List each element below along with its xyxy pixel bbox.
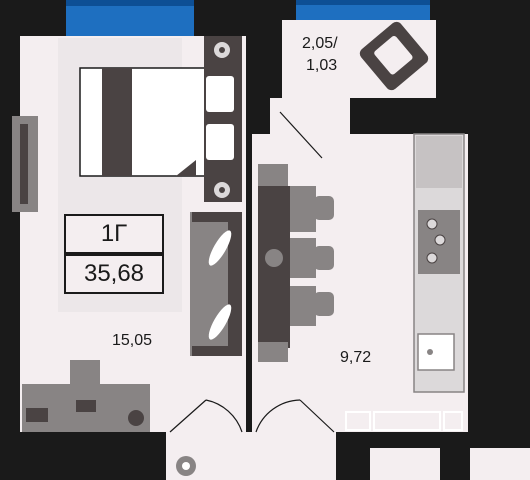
- dining-table: [258, 164, 334, 362]
- balcony-area-line2: 1,03: [306, 57, 338, 74]
- sofa: [190, 212, 242, 356]
- armchair: [359, 21, 429, 91]
- total-area-box: 35,68: [64, 254, 164, 294]
- balcony-area-line1: 2,05/: [302, 35, 338, 52]
- entrance-doors: [169, 399, 335, 433]
- total-area: 35,68: [83, 260, 145, 287]
- kitchen-area: 9,72: [340, 349, 372, 366]
- hall-floor: [166, 432, 336, 480]
- apartment-type: 1Г: [100, 220, 128, 247]
- headboard: [204, 36, 242, 202]
- desk: [22, 360, 150, 432]
- windows: [66, 0, 430, 36]
- tv: [12, 116, 38, 212]
- living-room-area: 15,05: [112, 332, 153, 349]
- kitchen-counter: [413, 133, 465, 393]
- apartment-type-box: 1Г: [64, 214, 164, 254]
- plant: [176, 456, 196, 476]
